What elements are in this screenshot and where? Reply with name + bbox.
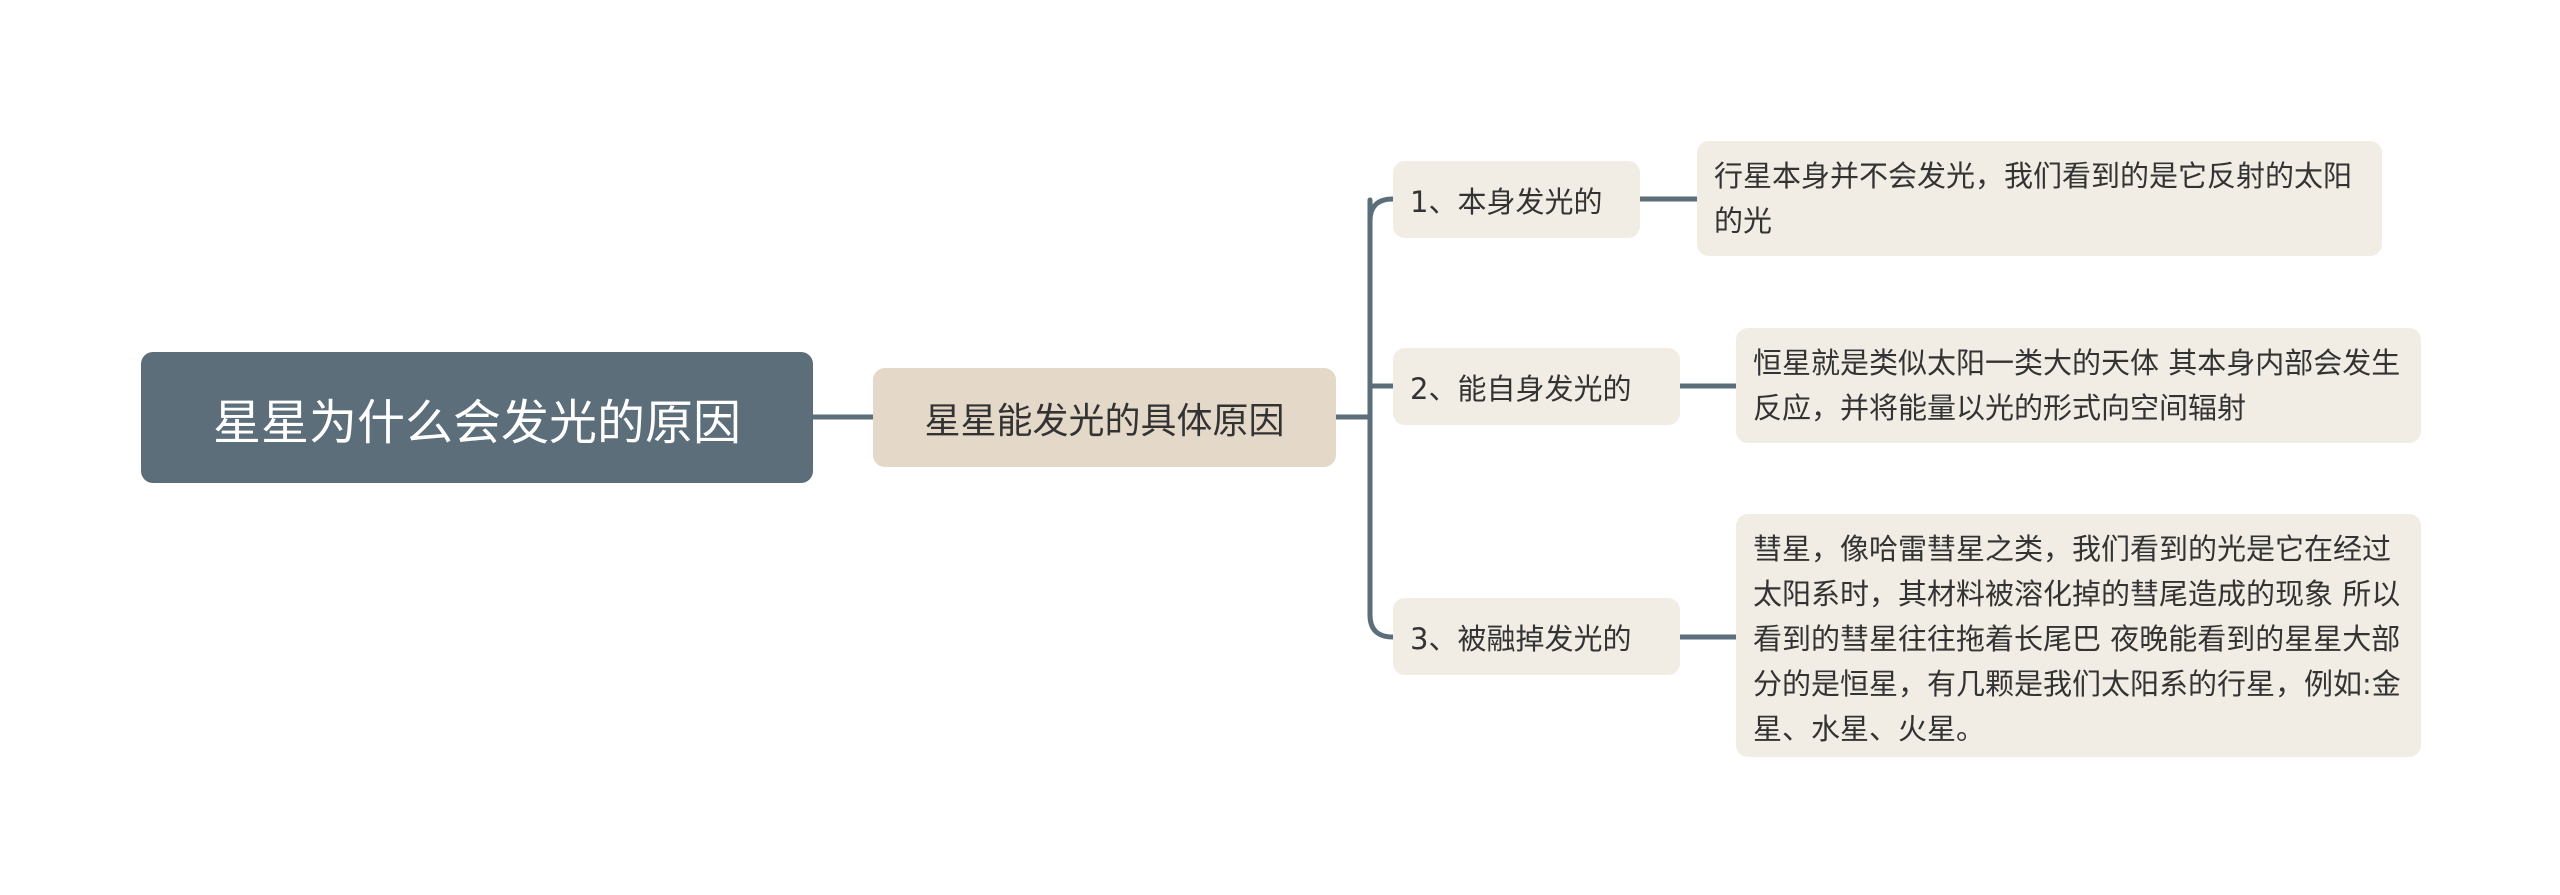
branch-label: 2、能自身发光的 <box>1410 371 1632 406</box>
detail-text: 行星本身并不会发光，我们看到的是它反射的太阳的光 <box>1714 159 2353 238</box>
detail-node-2[interactable]: 恒星就是类似太阳一类大的天体 其本身内部会发生反应，并将能量以光的形式向空间辐射 <box>1736 328 2421 443</box>
branch-node-1[interactable]: 1、本身发光的 <box>1393 161 1640 238</box>
main-topic[interactable]: 星星能发光的具体原因 <box>873 368 1336 467</box>
detail-text: 彗星，像哈雷彗星之类，我们看到的光是它在经过太阳系时，其材料被溶化掉的彗尾造成的… <box>1753 532 2401 746</box>
branch-label: 3、被融掉发光的 <box>1410 621 1632 656</box>
branch-label: 1、本身发光的 <box>1410 184 1603 219</box>
connector-topic-to-branches <box>1333 196 1396 640</box>
main-topic-label: 星星能发光的具体原因 <box>924 400 1285 442</box>
root-topic-label: 星星为什么会发光的原因 <box>212 394 741 451</box>
detail-text: 恒星就是类似太阳一类大的天体 其本身内部会发生反应，并将能量以光的形式向空间辐射 <box>1753 346 2401 425</box>
detail-node-1[interactable]: 行星本身并不会发光，我们看到的是它反射的太阳的光 <box>1697 141 2382 256</box>
branch-node-3[interactable]: 3、被融掉发光的 <box>1393 598 1680 675</box>
root-topic[interactable]: 星星为什么会发光的原因 <box>141 352 813 483</box>
branch-node-2[interactable]: 2、能自身发光的 <box>1393 348 1680 425</box>
detail-node-3[interactable]: 彗星，像哈雷彗星之类，我们看到的光是它在经过太阳系时，其材料被溶化掉的彗尾造成的… <box>1736 514 2421 757</box>
